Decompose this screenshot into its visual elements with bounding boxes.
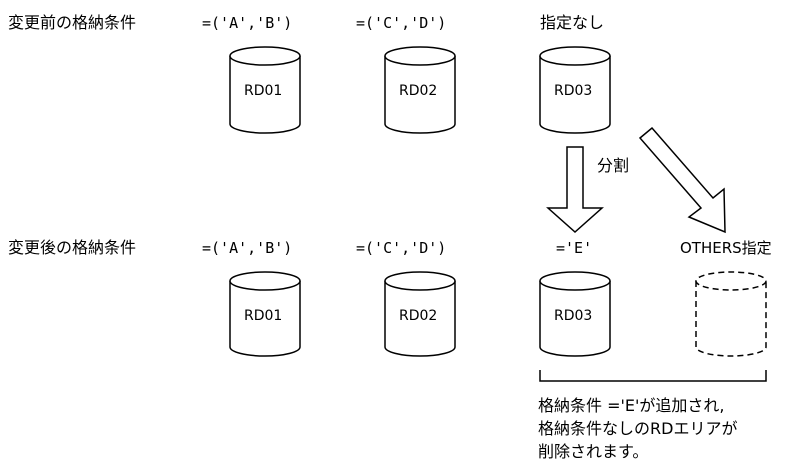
diagonal-arrow <box>638 126 726 234</box>
note-line-1: 格納条件 ='E'が追加され, <box>538 396 725 415</box>
after-row-label: 変更後の格納条件 <box>8 238 137 257</box>
before-row-label: 変更前の格納条件 <box>8 13 137 32</box>
cylinder-others-dashed <box>695 271 767 357</box>
cylinder-rd03-before <box>539 46 611 134</box>
split-label: 分割 <box>597 156 630 175</box>
before-condition-3: 指定なし <box>540 13 605 32</box>
after-condition-1: =('A','B') <box>202 239 293 257</box>
after-condition-2: =('C','D') <box>356 239 447 257</box>
cylinder-rd02-after <box>384 271 456 357</box>
cylinder-rd02-before <box>384 46 456 134</box>
cylinder-rd03-after <box>539 271 611 357</box>
after-area-label-3: RD03 <box>554 308 593 324</box>
after-condition-3: ='E' <box>556 239 593 257</box>
before-condition-1: =('A','B') <box>202 14 293 32</box>
note-line-2: 格納条件なしのRDエリアが <box>538 419 738 438</box>
note-line-3: 削除されます。 <box>538 442 649 461</box>
before-condition-2: =('C','D') <box>356 14 447 32</box>
before-area-label-3: RD03 <box>554 83 593 99</box>
cylinder-rd01-before <box>229 46 301 134</box>
after-area-label-1: RD01 <box>244 308 283 324</box>
after-area-label-2: RD02 <box>399 308 438 324</box>
before-area-label-1: RD01 <box>244 83 283 99</box>
split-arrow <box>546 146 604 234</box>
after-condition-4: OTHERS指定 <box>680 239 772 257</box>
cylinder-rd01-after <box>229 271 301 357</box>
before-area-label-2: RD02 <box>399 83 438 99</box>
note-bracket <box>539 370 767 382</box>
